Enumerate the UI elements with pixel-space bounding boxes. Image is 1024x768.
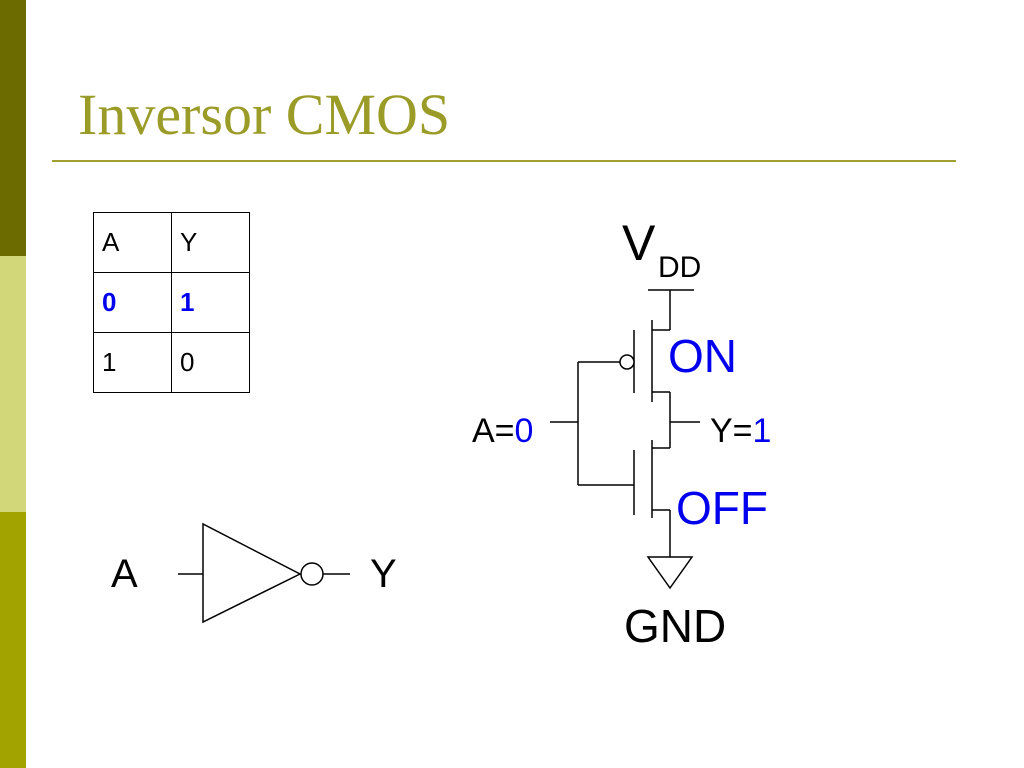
table-header-row: A Y <box>93 212 250 273</box>
gate-output-label: Y <box>370 552 397 596</box>
gate-triangle <box>202 522 302 624</box>
ground-symbol <box>646 556 694 590</box>
nmos-transistor <box>578 440 671 557</box>
inverter-gate-symbol <box>178 522 350 624</box>
pmos-transistor <box>578 320 671 405</box>
header-a: A <box>93 212 172 273</box>
output-name: Y= <box>710 412 753 450</box>
cell-y-row2: 0 <box>171 332 250 393</box>
nmos-state-label: OFF <box>676 482 768 534</box>
cell-a-row1: 0 <box>93 272 172 333</box>
input-name: A= <box>472 412 515 450</box>
sidebar-mid-segment <box>0 512 26 768</box>
gate-input-label: A <box>111 552 138 596</box>
output-value: 1 <box>753 412 772 450</box>
pmos-state-label: ON <box>668 330 737 382</box>
truth-table: A Y 0 1 1 0 <box>93 212 250 393</box>
cell-y-row1: 1 <box>171 272 250 333</box>
gnd-label: GND <box>624 600 726 652</box>
cmos-schematic <box>550 289 700 590</box>
vdd-label-main: V <box>622 215 656 271</box>
table-row: 0 1 <box>93 272 250 333</box>
vdd-label-sub: DD <box>658 251 701 284</box>
input-value: 0 <box>515 412 534 450</box>
gate-bubble <box>300 562 324 586</box>
slide-title: Inversor CMOS <box>78 82 451 147</box>
table-row: 1 0 <box>93 332 250 393</box>
title-underline <box>52 160 956 162</box>
sidebar-dark-segment <box>0 0 26 256</box>
header-y: Y <box>171 212 250 273</box>
output-label: Y=1 <box>710 412 771 450</box>
cell-a-row2: 1 <box>93 332 172 393</box>
sidebar-light-segment <box>0 256 26 512</box>
input-label: A=0 <box>472 412 533 450</box>
